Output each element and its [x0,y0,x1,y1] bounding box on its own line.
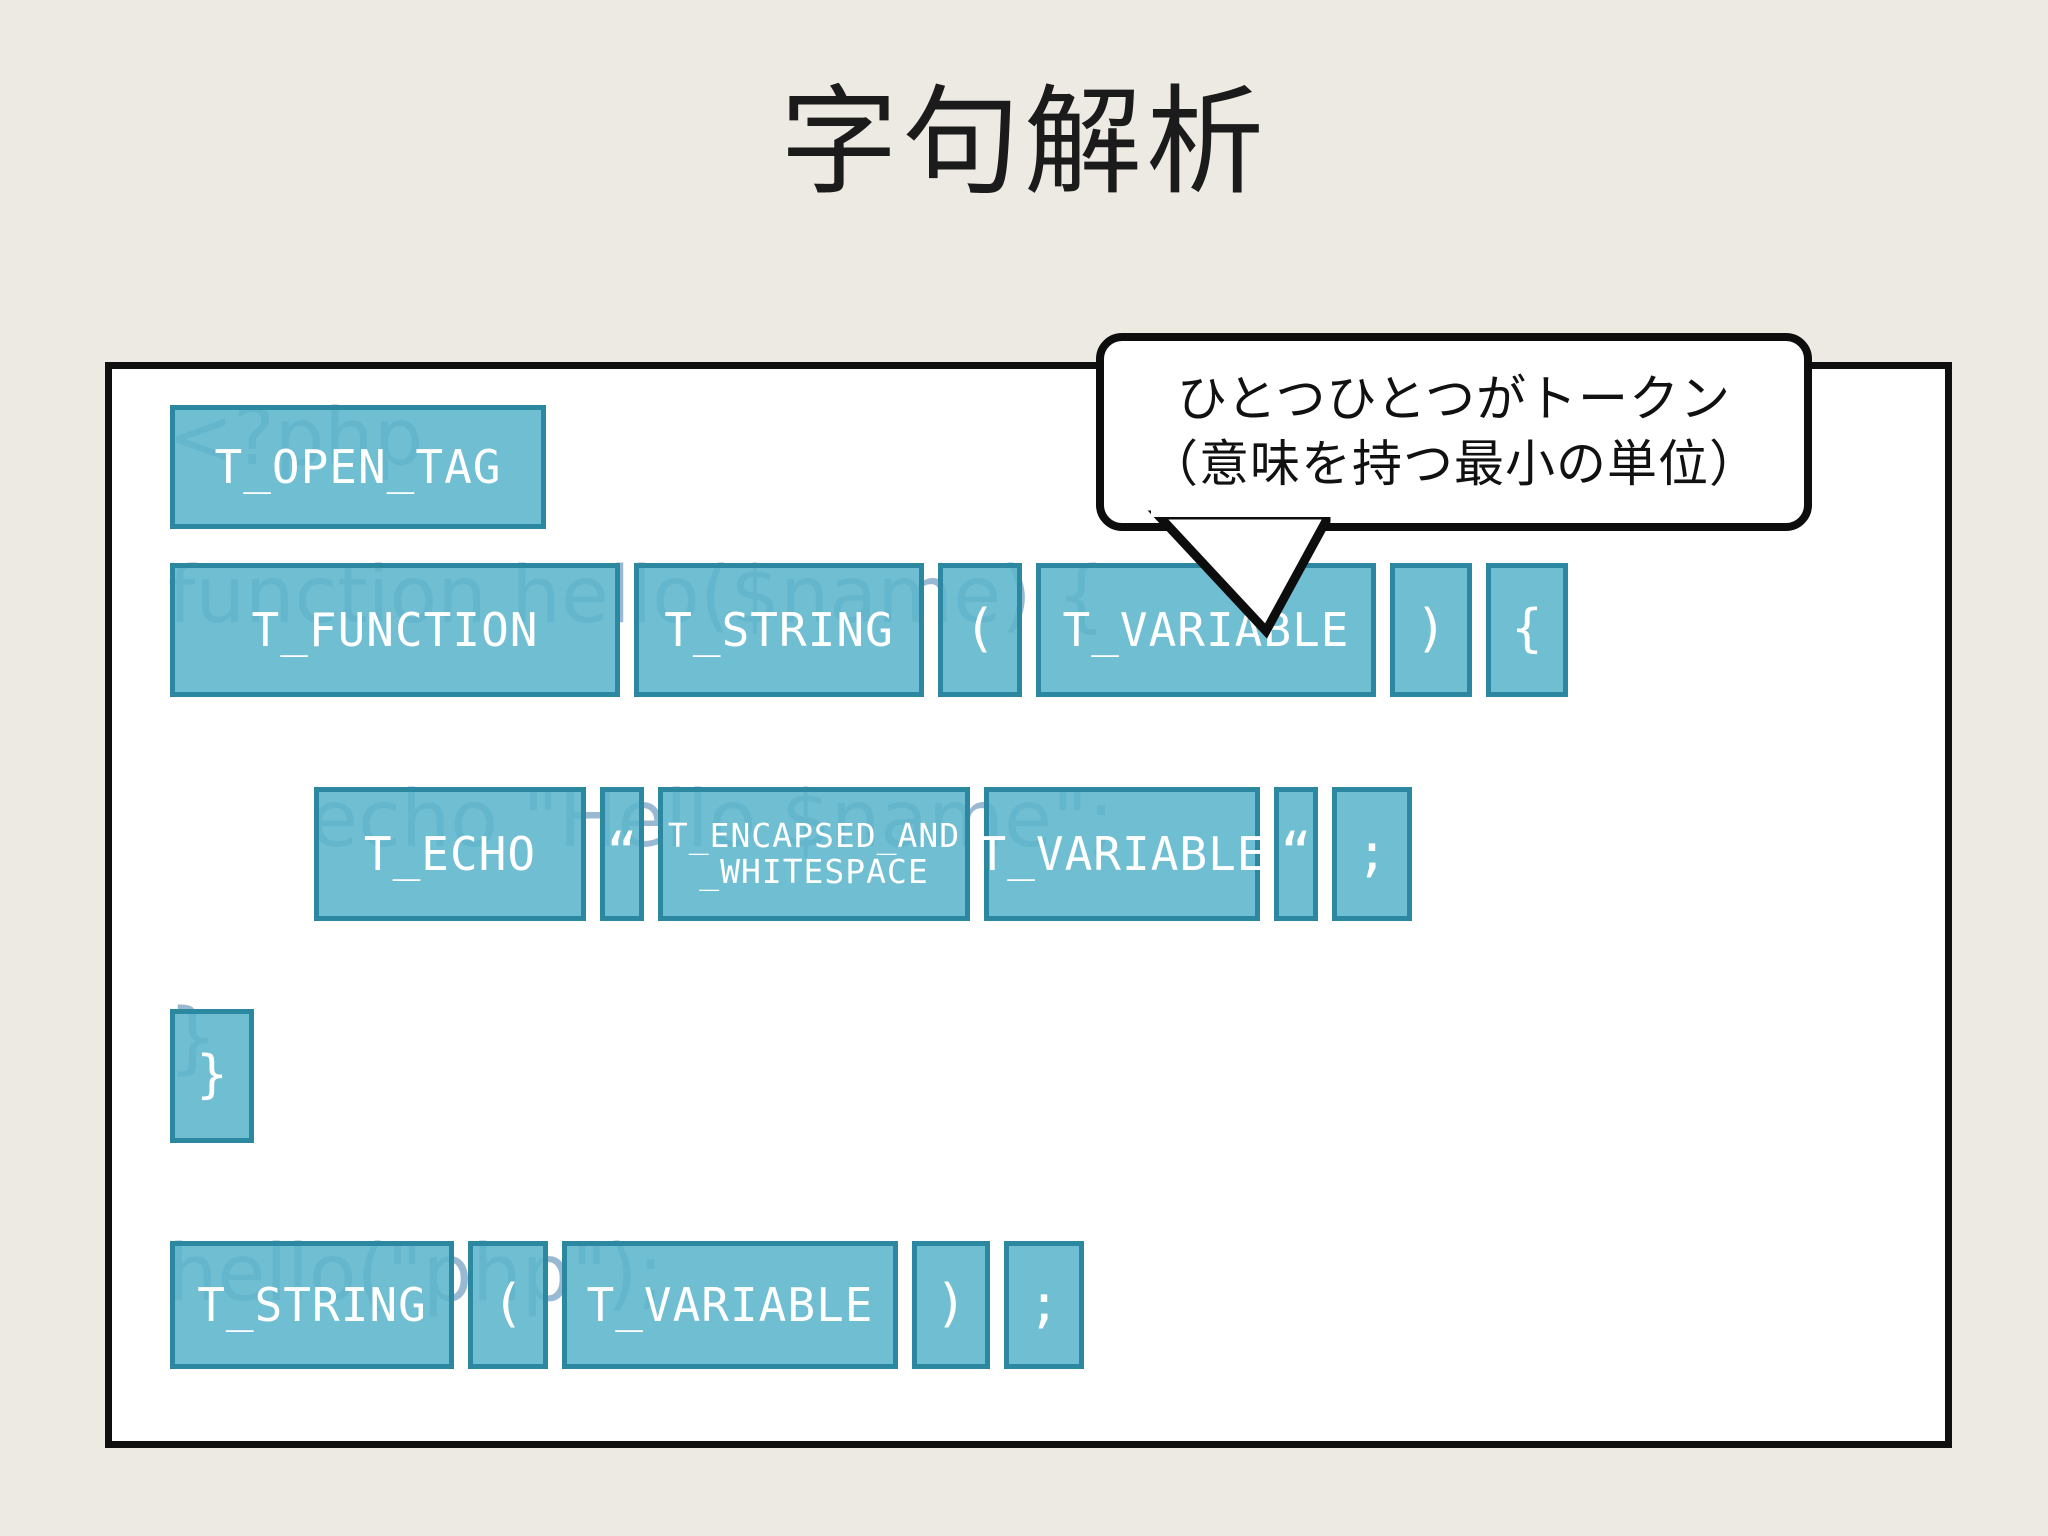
token-chip[interactable]: T_VARIABLE [562,1241,898,1369]
token-chip[interactable]: ) [1390,563,1472,697]
callout-bubble: ひとつひとつがトークン （意味を持つ最小の単位） [1096,333,1812,531]
token-chip[interactable]: T_STRING [634,563,924,697]
token-chip[interactable]: ; [1332,787,1412,921]
callout-line-1: ひとつひとつがトークン [1177,370,1731,428]
token-chip[interactable]: ( [938,563,1022,697]
token-chip[interactable]: T_STRING [170,1241,454,1369]
token-chip[interactable]: ) [912,1241,990,1369]
token-chip[interactable]: ( [468,1241,548,1369]
token-chip[interactable]: T_ENCAPSED_AND _WHITESPACE [658,787,970,921]
page-title: 字句解析 [779,73,1268,211]
token-chip[interactable]: T_OPEN_TAG [170,405,546,529]
token-chip[interactable]: “ [600,787,644,921]
token-chip[interactable]: T_VARIABLE [979,787,1264,921]
token-chip[interactable]: T_FUNCTION [170,563,620,697]
token-chip[interactable]: ; [1004,1241,1084,1369]
token-row-close-brace: } [170,1009,268,1143]
callout-line-2: （意味を持つ最小の単位） [1148,435,1760,493]
token-chip[interactable]: “ [1274,787,1318,921]
token-chip[interactable]: T_ECHO [314,787,586,921]
token-row-call: T_STRING(T_VARIABLE); [170,1241,1098,1369]
token-row-open-tag: T_OPEN_TAG [170,405,560,529]
callout-tail-icon [1147,501,1333,639]
token-chip[interactable]: } [170,1009,254,1143]
token-chip[interactable]: { [1486,563,1568,697]
